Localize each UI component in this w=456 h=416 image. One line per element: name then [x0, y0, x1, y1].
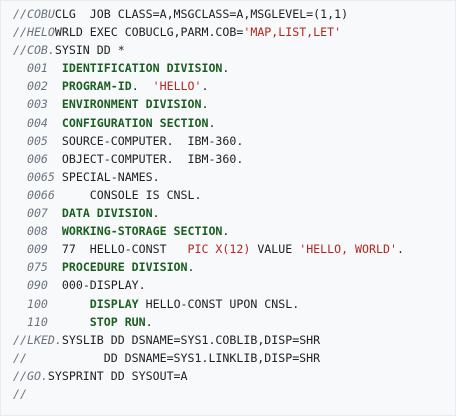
code-token: 002 [13, 79, 62, 94]
code-token: 'MAP,LIST,LET' [243, 25, 342, 40]
code-token: . [152, 206, 160, 221]
code-token: CONSOLE IS CNSL. [61, 187, 202, 202]
code-token: PROGRAM-ID [61, 79, 132, 94]
code-token: 'HELLO' [152, 79, 202, 94]
code-line: 075 PROCEDURE DIVISION. [1, 258, 455, 276]
code-token: ENVIRONMENT DIVISION [61, 97, 202, 112]
code-line: //COB.SYSIN DD * [1, 41, 455, 59]
code-token: HELLO-CONST UPON CNSL. [138, 296, 300, 311]
code-token: SYSIN DD * [54, 43, 125, 58]
code-token: SYSLIB DD DSNAME=SYS1.COBLIB,DISP=SHR [61, 332, 321, 347]
code-token: VALUE [250, 242, 300, 257]
code-token: SPECIAL-NAMES. [61, 169, 160, 184]
code-line: // [1, 385, 455, 403]
code-token: 090 [13, 278, 62, 293]
code-token: STOP RUN [89, 314, 146, 329]
code-token: 77 HELLO-CONST [61, 242, 188, 257]
code-token: //LKED. [13, 332, 62, 347]
code-line: //LKED.SYSLIB DD DSNAME=SYS1.COBLIB,DISP… [1, 331, 455, 349]
code-token: 075 [13, 260, 62, 275]
code-token: 004 [13, 115, 62, 130]
code-token [62, 297, 90, 311]
code-token: . [222, 61, 230, 76]
code-line: 009 77 HELLO-CONST PIC X(12) VALUE 'HELL… [1, 240, 455, 258]
code-token: 000-DISPLAY. [61, 278, 146, 293]
code-token: WORKING-STORAGE SECTION [61, 224, 223, 239]
code-line: //HELOWRLD EXEC COBUCLG,PARM.COB='MAP,LI… [1, 23, 455, 41]
code-line: 007 DATA DIVISION. [1, 204, 455, 222]
code-token: OBJECT-COMPUTER. IBM-360. [61, 151, 244, 166]
code-line: //COBUCLG JOB CLASS=A,MSGCLASS=A,MSGLEVE… [1, 5, 455, 23]
code-line: 090 000-DISPLAY. [1, 276, 455, 294]
code-line: 001 IDENTIFICATION DIVISION. [1, 59, 455, 77]
code-token: 009 [13, 242, 62, 257]
code-lines: //COBUCLG JOB CLASS=A,MSGCLASS=A,MSGLEVE… [1, 5, 455, 403]
code-line: 003 ENVIRONMENT DIVISION. [1, 95, 455, 113]
code-token: DD DSNAME=SYS1.LINKLIB,DISP=SHR [68, 350, 321, 365]
code-token: //COB. [13, 43, 55, 58]
code-token: CONFIGURATION SECTION [61, 115, 209, 130]
code-token: PROCEDURE DIVISION [61, 260, 188, 275]
code-token: SOURCE-COMPUTER. IBM-360. [61, 133, 244, 148]
code-line: 110 STOP RUN. [1, 313, 455, 331]
code-token: . [208, 115, 216, 130]
code-token: 110 [13, 314, 62, 329]
code-token: PIC X(12) [187, 242, 251, 257]
code-token: 006 [13, 151, 62, 166]
code-token: 008 [13, 224, 62, 239]
code-token: DISPLAY [89, 296, 139, 311]
code-token [62, 315, 90, 329]
code-token: . [187, 260, 195, 275]
code-line: 006 OBJECT-COMPUTER. IBM-360. [1, 150, 455, 168]
code-token: 'HELLO, WORLD' [299, 242, 397, 257]
code-line: 004 CONFIGURATION SECTION. [1, 114, 455, 132]
code-token: // [13, 350, 69, 365]
code-token: . [396, 242, 404, 257]
code-token: DATA DIVISION [61, 206, 153, 221]
code-line: // DD DSNAME=SYS1.LINKLIB,DISP=SHR [1, 349, 455, 367]
code-line: 0066 CONSOLE IS CNSL. [1, 186, 455, 204]
code-token: . [145, 314, 153, 329]
code-token: . [131, 79, 153, 94]
code-token: . [222, 224, 230, 239]
code-token: 007 [13, 206, 62, 221]
code-token: //GO. [13, 368, 48, 383]
code-line: 100 DISPLAY HELLO-CONST UPON CNSL. [1, 295, 455, 313]
code-token: // [13, 386, 27, 401]
code-line: 008 WORKING-STORAGE SECTION. [1, 222, 455, 240]
code-token: //HELO [13, 25, 55, 40]
code-token: 003 [13, 97, 62, 112]
code-token: IDENTIFICATION DIVISION [61, 61, 223, 76]
code-token: . [201, 79, 209, 94]
code-token: //COBU [13, 7, 55, 21]
code-line: 002 PROGRAM-ID. 'HELLO'. [1, 77, 455, 95]
code-token: 0065 [13, 169, 62, 184]
code-line: //GO.SYSPRINT DD SYSOUT=A [1, 367, 455, 385]
code-token: 001 [13, 61, 62, 76]
code-token: 005 [13, 133, 62, 148]
code-token: . [201, 97, 209, 112]
code-token: 100 [13, 296, 62, 311]
code-token: WRLD EXEC COBUCLG,PARM.COB= [54, 25, 244, 40]
code-token: 0066 [13, 187, 62, 202]
code-token: SYSPRINT DD SYSOUT=A [47, 368, 188, 383]
code-token: CLG JOB CLASS=A,MSGCLASS=A,MSGLEVEL=(1,1… [54, 7, 349, 21]
code-line: 005 SOURCE-COMPUTER. IBM-360. [1, 132, 455, 150]
code-line: 0065 SPECIAL-NAMES. [1, 168, 455, 186]
